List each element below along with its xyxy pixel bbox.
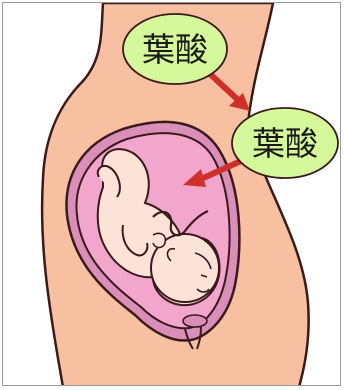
fetus-hand: [153, 233, 165, 247]
cervix-opening: [183, 315, 207, 327]
illustration-frame: 葉酸 葉酸: [2, 2, 341, 386]
pregnancy-illustration: 葉酸 葉酸: [3, 3, 341, 386]
top-bubble-label: 葉酸: [142, 30, 208, 69]
right-bubble: 葉酸: [232, 108, 338, 178]
top-bubble: 葉酸: [123, 14, 227, 84]
right-bubble-label: 葉酸: [252, 124, 318, 163]
